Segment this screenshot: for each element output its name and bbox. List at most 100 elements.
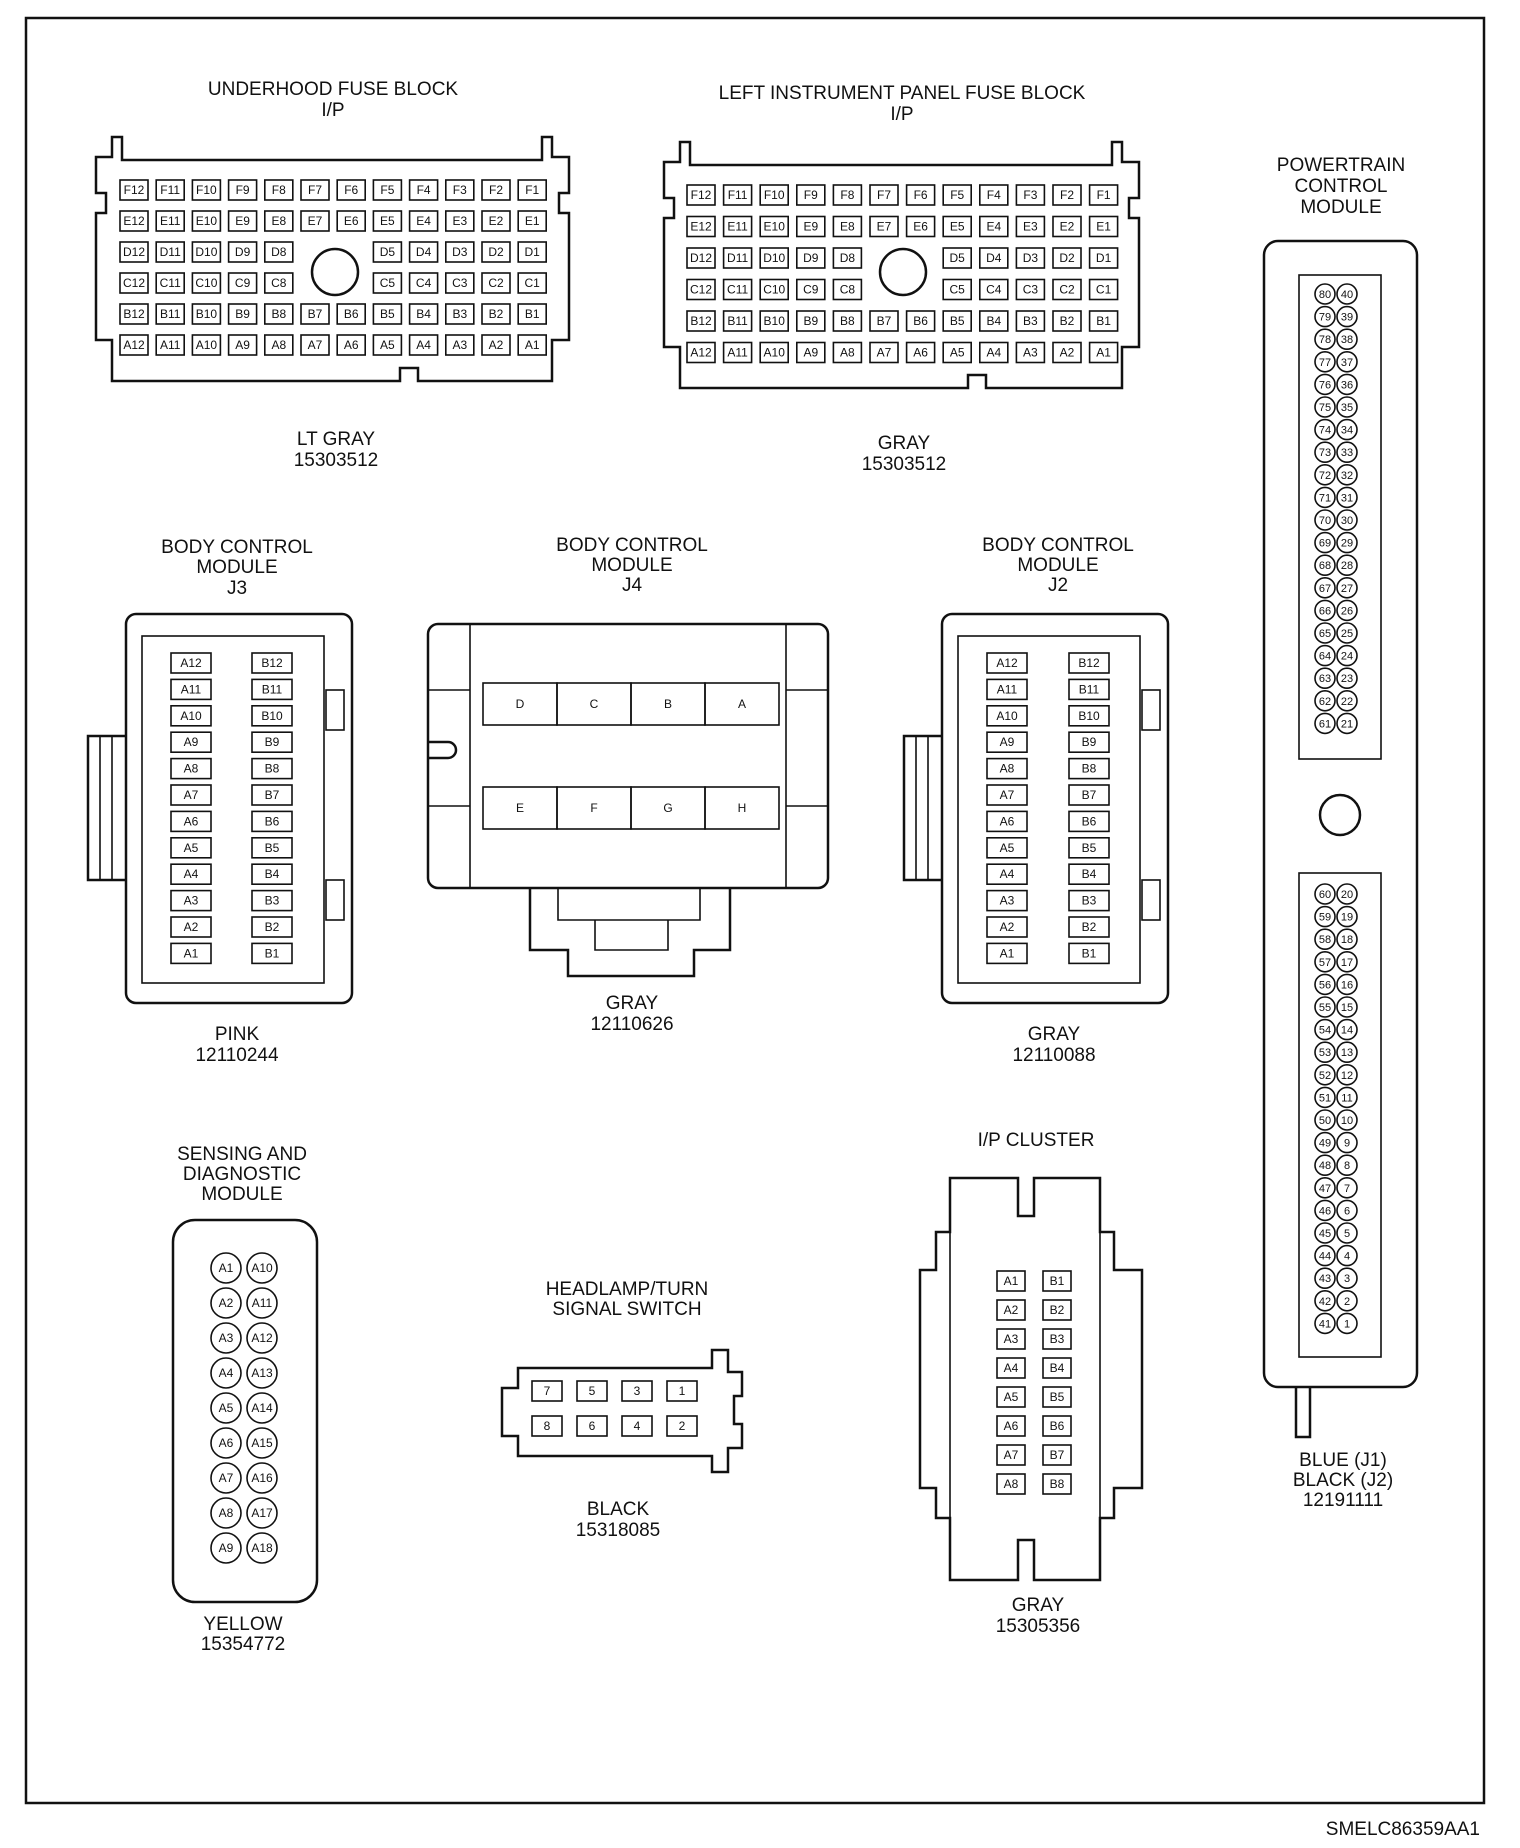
fuse-pin-outline [978, 310, 1009, 332]
pcm-pin: 5 [1336, 1222, 1358, 1244]
fuse-pin-label: D3 [452, 245, 468, 259]
headlamp-pin: 1 [666, 1380, 698, 1402]
bcm-j4-pin-label: F [590, 801, 597, 815]
fuse-pin-outline [686, 184, 716, 206]
pcm-pin: 79 [1314, 305, 1336, 328]
bcm-j4-title-line2: MODULE [591, 555, 672, 576]
pcm-pin-outline [1336, 1199, 1358, 1222]
sdm-pin: A8 [210, 1497, 242, 1529]
fuse-pin: F5 [372, 179, 403, 201]
fuse-pin-outline [978, 247, 1009, 269]
fuse-pin-outline [119, 210, 149, 232]
pcm-pin-outline [1336, 509, 1358, 531]
bcm-pin: A9 [986, 731, 1028, 754]
fuse-pin-label: C12 [123, 276, 145, 290]
pcm-pin: 8 [1336, 1154, 1358, 1176]
pcm-pin-outline [1336, 667, 1358, 690]
fuse-pin-label: E3 [452, 214, 467, 228]
ip-cluster-pin-outline [1042, 1444, 1072, 1466]
bcm-j4-pin-label: C [590, 697, 599, 711]
bcm-j3-inner-frame [141, 635, 325, 984]
fuse-pin-label: C10 [763, 283, 785, 297]
fuse-pin-label: E8 [840, 220, 855, 234]
pcm-pin-label: 69 [1319, 538, 1331, 550]
pcm-pin: 69 [1314, 531, 1336, 554]
headlamp-pin: 3 [621, 1380, 653, 1402]
fuse-pin-outline [227, 210, 258, 232]
sdm-title-line3: MODULE [201, 1184, 282, 1205]
fuse-pin-outline [722, 310, 753, 332]
pcm-pin-outline [1314, 441, 1336, 464]
sdm-pin-outline [246, 1462, 278, 1494]
fuse-pin-outline [444, 210, 475, 232]
pcm-pin-label: 24 [1341, 651, 1353, 663]
pcm-pin-outline [1314, 1018, 1336, 1041]
bcm-pin-outline [986, 652, 1028, 674]
pcm-pin-label: 36 [1341, 379, 1353, 391]
fuse-pin-label: B1 [1096, 314, 1111, 328]
ip-cluster-pin-outline [1042, 1473, 1072, 1495]
pcm-pin-label: 12 [1341, 1070, 1353, 1082]
fuse-pin: A6 [905, 341, 936, 364]
fuse-pin: F5 [942, 184, 973, 206]
fuse-pin-label: E9 [235, 214, 250, 228]
sdm-pin-outline [246, 1392, 278, 1424]
fuse-pin-outline [155, 334, 185, 356]
bcm-pin: B1 [251, 942, 293, 965]
pcm-pin-label: 5 [1344, 1228, 1350, 1240]
pcm-pin-label: 44 [1319, 1251, 1331, 1263]
bcm-pin-outline [986, 810, 1028, 833]
bcm-pin-label: B7 [265, 788, 280, 802]
bcm-j3-connector: BODY CONTROL MODULE J3 A12A11A10A9A8A7A6… [86, 537, 354, 1066]
pcm-pin-label: 55 [1319, 1002, 1331, 1014]
pcm-pin: 35 [1336, 396, 1358, 418]
pcm-pin-label: 41 [1319, 1318, 1331, 1330]
fuse-pin: D10 [759, 247, 790, 269]
fuse-pin-outline [444, 303, 475, 325]
pcm-pin: 25 [1336, 622, 1358, 644]
fuse-pin-outline [869, 341, 899, 364]
fuse-pin-outline [155, 210, 185, 232]
fuse-pin-outline [942, 215, 973, 238]
fuse-pin-outline [722, 341, 753, 364]
fuse-pin-label: E11 [160, 214, 181, 228]
fuse-pin-label: A11 [727, 346, 748, 360]
fuse-pin: D1 [517, 241, 548, 263]
fuse-pin-outline [1015, 341, 1046, 364]
bcm-pin-label: B1 [265, 946, 280, 960]
pcm-pin: 10 [1336, 1109, 1358, 1131]
fuse-pin-label: E12 [123, 214, 145, 228]
bcm-pin-outline [1068, 942, 1110, 965]
fuse-pin-label: E10 [196, 214, 218, 228]
headlamp-pin: 7 [531, 1380, 563, 1402]
bcm-pin-outline [170, 863, 212, 886]
pcm-pin-label: 42 [1319, 1296, 1331, 1308]
fuse-pin-outline [481, 179, 511, 201]
fuse-pin: F12 [119, 179, 149, 201]
bcm-pin-outline [986, 757, 1028, 780]
fuse-pin-outline [481, 303, 511, 325]
fuse-pin-label: C1 [525, 276, 541, 290]
pcm-pin-outline [1336, 486, 1358, 509]
underhood-color: LT GRAY [297, 429, 375, 450]
fuse-pin: A12 [686, 341, 716, 364]
ip-cluster-pin-label: B5 [1050, 1390, 1065, 1404]
fuse-pin: E5 [942, 215, 973, 238]
pcm-pin-outline [1336, 905, 1358, 928]
fuse-pin-label: D12 [123, 245, 145, 259]
fuse-pin-label: F12 [124, 183, 145, 197]
pcm-pin-label: 33 [1341, 447, 1353, 459]
bcm-pin-outline [251, 731, 293, 754]
fuse-pin: B7 [300, 303, 330, 325]
fuse-pin: D8 [832, 247, 863, 269]
sdm-pin-grid: A1A2A3A4A5A6A7A8A9A10A11A12A13A14A15A16A… [210, 1252, 278, 1564]
bcm-j2-inner-frame [957, 635, 1141, 984]
ip-cluster-pin: B8 [1042, 1473, 1072, 1495]
bcm-pin: A11 [170, 678, 212, 701]
fuse-pin-outline [1088, 215, 1119, 238]
pcm-pin-outline [1314, 1222, 1336, 1244]
sdm-pin: A12 [246, 1322, 278, 1354]
fuse-pin: E11 [722, 215, 753, 238]
bcm-pin: A1 [986, 942, 1028, 965]
pcm-part-number: 12191111 [1303, 1490, 1383, 1511]
